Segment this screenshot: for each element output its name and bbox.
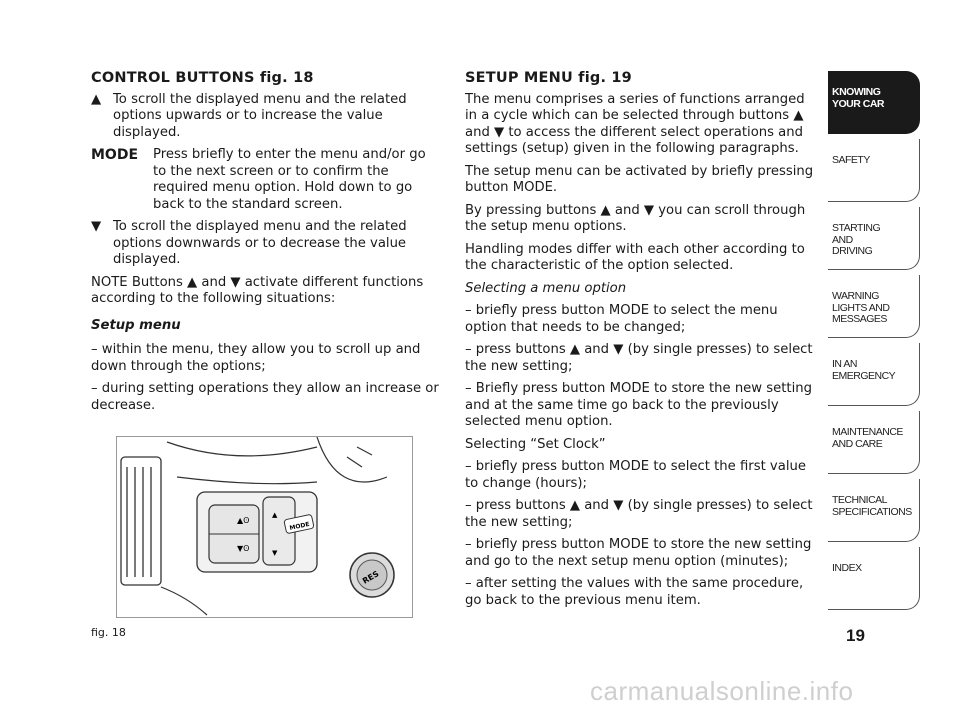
right-para-3: By pressing buttons ▲ and ▼ you can scro… xyxy=(465,202,806,235)
mode-button-description: MODE Press briefly to enter the menu and… xyxy=(91,147,441,213)
note-paragraph: NOTE Buttons ▲ and ▼ activate different … xyxy=(91,274,424,307)
right-para-12: – briefly press button MODE to store the… xyxy=(465,537,812,569)
setup-menu-subheading: Setup menu xyxy=(91,317,181,333)
tab-knowing-your-car[interactable]: KNOWING YOUR CAR xyxy=(828,71,920,134)
selecting-menu-option-subheading: Selecting a menu option xyxy=(465,280,627,296)
right-para-4: Handling modes differ with each other ac… xyxy=(465,241,805,274)
right-para-8: – Briefly press button MODE to store the… xyxy=(465,381,812,429)
mode-label: MODE xyxy=(91,147,139,163)
tab-safety[interactable]: SAFETY xyxy=(828,139,920,202)
up-light-label: ▲ʘ xyxy=(237,516,249,525)
control-buttons-heading: CONTROL BUTTONS fig. 18 xyxy=(91,70,314,86)
right-column: SETUP MENU fig. 19 The menu comprises a … xyxy=(465,70,817,615)
tab-maintenance[interactable]: MAINTENANCE AND CARE xyxy=(828,411,920,474)
right-para-1: The menu comprises a series of functions… xyxy=(465,91,805,157)
right-para-6: – briefly press button MODE to select th… xyxy=(465,303,778,335)
right-para-7: – press buttons ▲ and ▼ (by single press… xyxy=(465,342,813,374)
chapter-tabs: KNOWING YOUR CAR SAFETY STARTING AND DRI… xyxy=(828,71,920,615)
watermark: carmanualsonline.info xyxy=(590,676,854,706)
mode-button-label: MODE xyxy=(289,521,310,532)
setup-menu-heading: SETUP MENU fig. 19 xyxy=(465,70,632,86)
mode-button xyxy=(283,514,315,534)
up-arrow-icon: ▲ xyxy=(91,91,102,107)
air-vent xyxy=(120,456,162,586)
tab-warning-lights[interactable]: WARNING LIGHTS AND MESSAGES xyxy=(828,275,920,338)
down-button-label: ▼ xyxy=(272,549,278,557)
down-light-label: ▼ʘ xyxy=(237,544,249,553)
down-text: To scroll the displayed menu and the rel… xyxy=(113,219,407,267)
dashboard-illustration: ▲ʘ ▼ʘ ▲ ▼ MODE RES xyxy=(120,436,395,616)
dashboard-outline xyxy=(160,436,388,616)
up-button-label: ▲ xyxy=(272,511,278,519)
left-para-1: – within the menu, they allow you to scr… xyxy=(91,342,421,374)
down-arrow-icon: ▼ xyxy=(91,219,102,234)
figure-18-image: ▲ʘ ▼ʘ ▲ ▼ MODE RES xyxy=(116,436,413,618)
down-button-description: ▼ To scroll the displayed menu and the r… xyxy=(91,219,441,269)
page-number: 19 xyxy=(846,626,865,645)
right-para-2: The setup menu can be activated by brief… xyxy=(465,163,814,196)
left-para-2: – during setting operations they allow a… xyxy=(91,381,439,413)
right-para-10: – briefly press button MODE to select th… xyxy=(465,459,806,491)
tab-index[interactable]: INDEX xyxy=(828,547,920,610)
tab-starting-and-driving[interactable]: STARTING AND DRIVING xyxy=(828,207,920,270)
tab-in-an-emergency[interactable]: IN AN EMERGENCY xyxy=(828,343,920,406)
figure-caption: fig. 18 xyxy=(91,626,126,639)
set-clock-subheading: Selecting “Set Clock” xyxy=(465,436,606,452)
up-button-description: ▲ To scroll the displayed menu and the r… xyxy=(91,92,441,142)
tab-technical-specifications[interactable]: TECHNICAL SPECIFICATIONS xyxy=(828,479,920,542)
left-column: CONTROL BUTTONS fig. 18 ▲ To scroll the … xyxy=(91,70,441,420)
right-para-11: – press buttons ▲ and ▼ (by single press… xyxy=(465,498,813,530)
up-text: To scroll the displayed menu and the rel… xyxy=(113,91,407,140)
mode-text: Press briefly to enter the menu and/or g… xyxy=(153,147,426,212)
right-para-13: – after setting the values with the same… xyxy=(465,576,804,608)
